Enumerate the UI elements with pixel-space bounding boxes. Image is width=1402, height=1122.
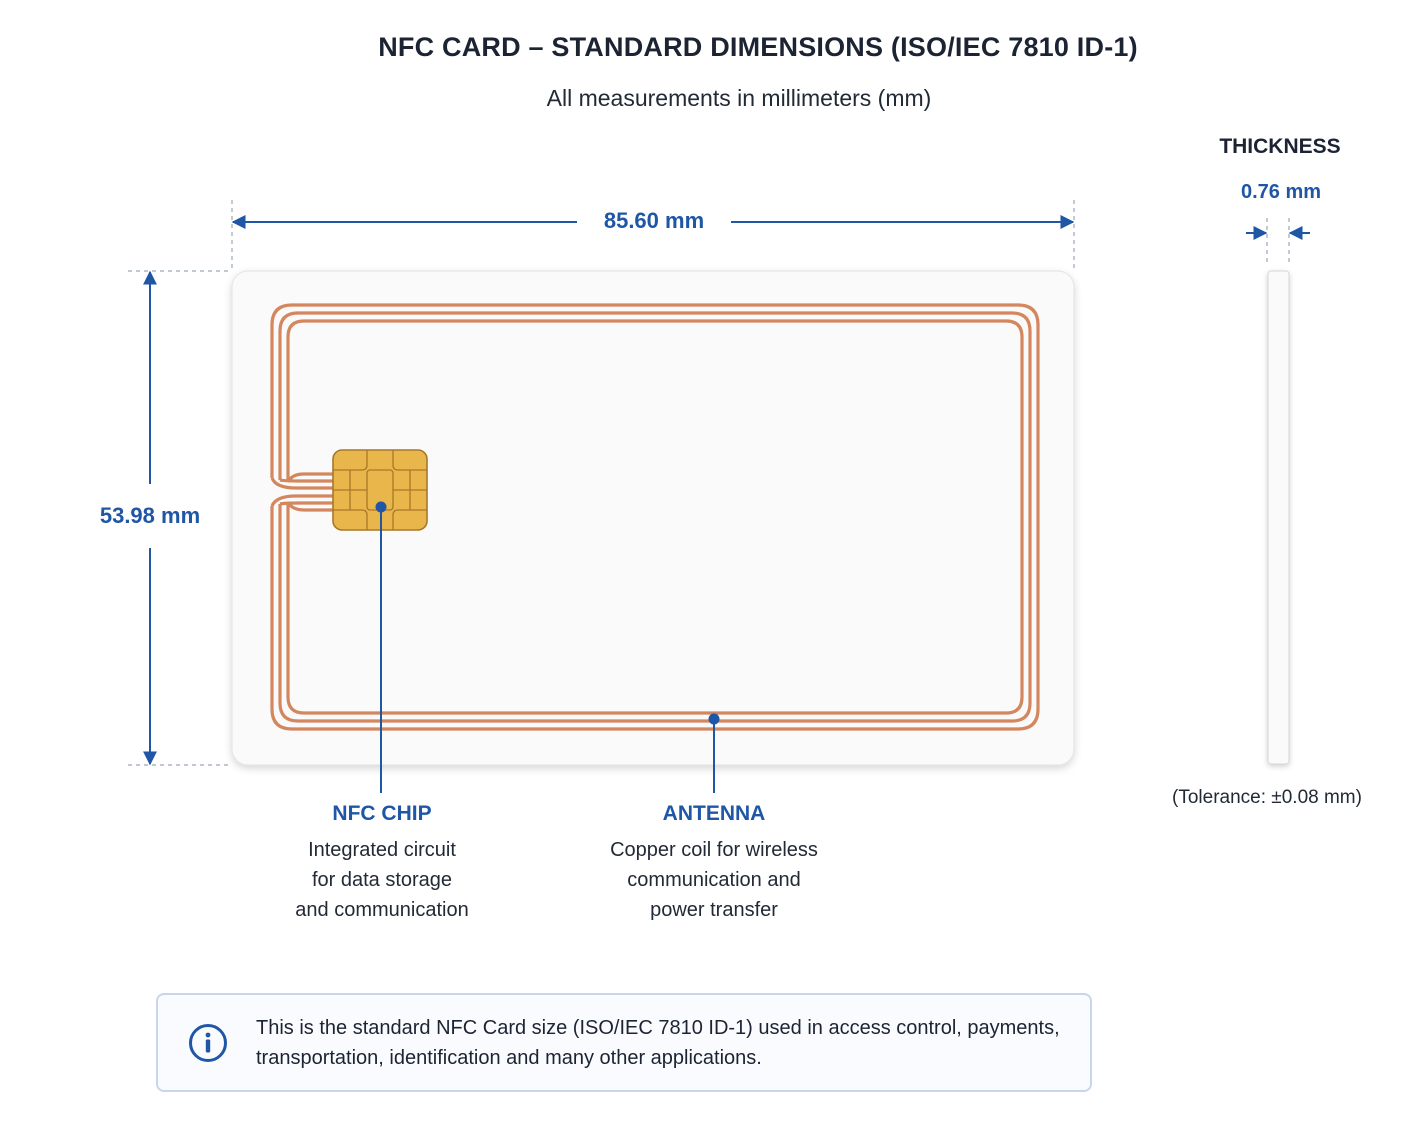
chip-callout-description: Integrated circuit for data storage and …: [295, 839, 469, 921]
chip-callout-heading: NFC CHIP: [332, 802, 432, 825]
antenna-callout-heading: ANTENNA: [662, 802, 766, 825]
diagram-title: NFC CARD – STANDARD DIMENSIONS (ISO/IEC …: [378, 32, 1138, 62]
info-text: This is the standard NFC Card size (ISO/…: [256, 1017, 1060, 1069]
card-body: [231, 270, 1075, 766]
thickness-dimension: [1246, 218, 1310, 266]
info-box: This is the standard NFC Card size (ISO/…: [156, 993, 1092, 1092]
chip-icon: [332, 449, 428, 531]
width-label: 85.60 mm: [603, 208, 705, 233]
width-dimension: [231, 200, 1075, 272]
info-icon: [189, 1024, 227, 1062]
height-dimension: [128, 270, 232, 766]
height-label: 53.98 mm: [99, 503, 201, 528]
card-side-view: [1267, 270, 1290, 765]
thickness-label: 0.76 mm: [1240, 181, 1322, 203]
antenna-callout-leader: [708, 713, 720, 793]
thickness-tolerance: (Tolerance: ±0.08 mm): [1172, 787, 1362, 808]
thickness-heading: THICKNESS: [1219, 135, 1341, 158]
chip-callout-leader: [375, 501, 387, 793]
antenna-callout-description: Copper coil for wireless communication a…: [610, 839, 818, 921]
antenna-coil: [270, 303, 1040, 731]
diagram-subtitle: All measurements in millimeters (mm): [546, 85, 932, 111]
